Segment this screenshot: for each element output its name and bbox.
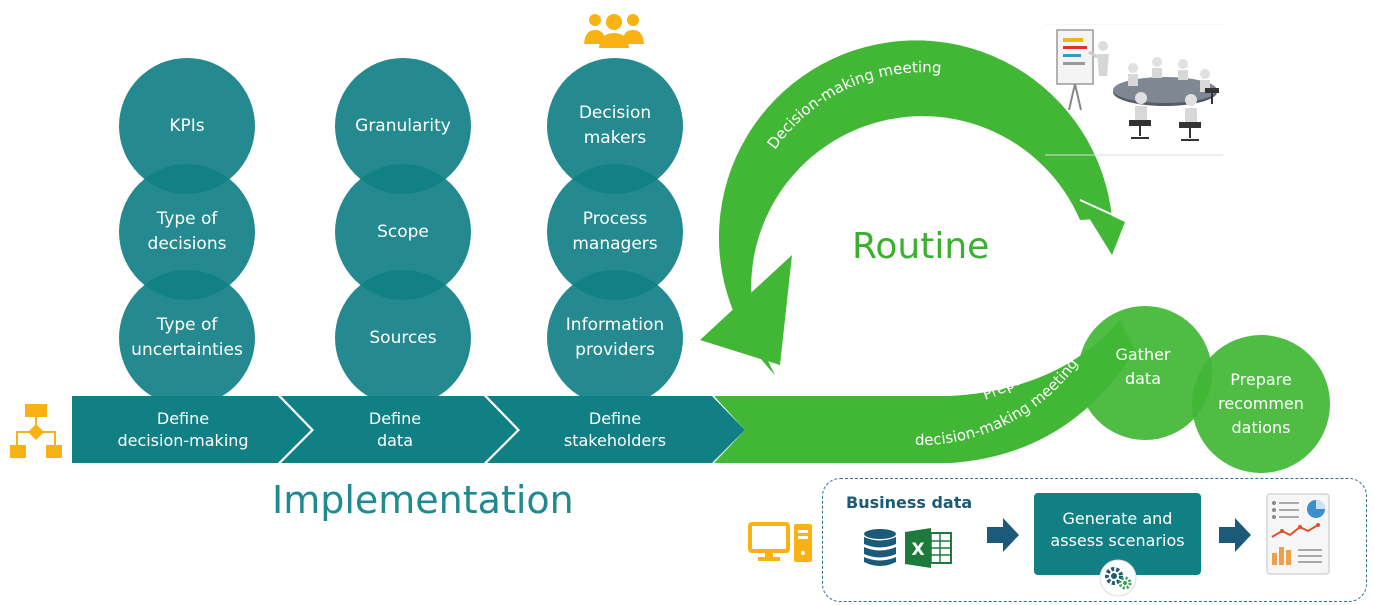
implementation-title: Implementation <box>272 478 574 522</box>
circle-information-providers: Information providers <box>547 270 683 406</box>
routine-title: Routine <box>852 226 990 267</box>
circle-prepare-recommendations: Prepare recommen dations <box>1192 335 1330 473</box>
arrow-right-icon-2 <box>1219 518 1251 552</box>
cycle-left-arrowhead <box>700 255 792 365</box>
meeting-illustration <box>1045 24 1223 156</box>
flowchart-icon <box>10 404 62 458</box>
chevron-step-2 <box>281 396 517 463</box>
step-label-define-data: Define data <box>368 409 422 450</box>
report-icon <box>1266 493 1330 575</box>
computer-icon <box>748 522 812 562</box>
people-group-icon <box>584 14 644 48</box>
cycle-arrowhead <box>1078 200 1125 255</box>
cycle-lower-band <box>714 320 1135 463</box>
step-label-define-stakeholders: Define stakeholders <box>563 409 667 450</box>
database-icon <box>864 529 896 566</box>
chevron-step-3 <box>487 396 745 463</box>
business-data-label: Business data <box>846 493 973 512</box>
svg-text:X: X <box>911 540 924 560</box>
circle-granularity: Granularity <box>335 58 471 194</box>
step-label-define-decision-making: Define decision-making <box>117 409 249 450</box>
circle-type-of-uncertainties: Type of uncertainties <box>119 270 255 406</box>
arrow-right-icon <box>987 518 1019 552</box>
gears-icon <box>1099 559 1137 597</box>
chevron-step-1 <box>72 396 311 463</box>
business-data-panel <box>822 478 1367 602</box>
cycle-ring <box>718 40 1112 375</box>
circle-sources: Sources <box>335 270 471 406</box>
excel-icon: X <box>905 528 952 568</box>
circle-gather-data: Gather data <box>1078 306 1212 440</box>
